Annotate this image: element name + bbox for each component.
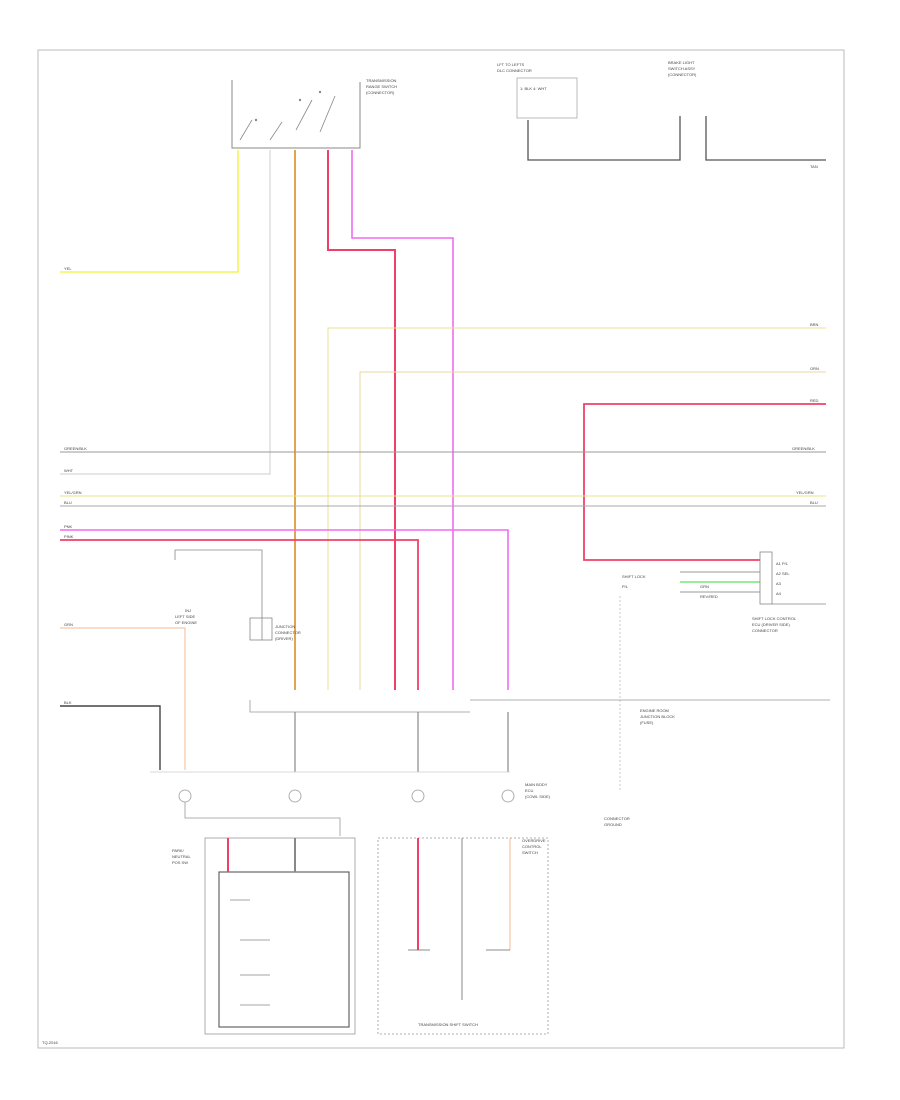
transmission-label-1: TRANSMISSION <box>366 78 397 83</box>
top-connector-label-1: LFT TO LEFTS <box>497 62 524 67</box>
overdrive-control-switch-box: OVERDRIVE CONTROL SWITCH TRANSMISSION SH… <box>377 837 549 1035</box>
brake-light-label-3: (CONNECTOR) <box>668 72 697 77</box>
wire-label-yel: YEL <box>64 266 72 271</box>
relay-label-3: (DRIVER) <box>275 636 293 641</box>
top-connector-label-2: DLC CONNECTOR <box>497 68 532 73</box>
main-body-label-1: MAIN BODY <box>525 782 548 787</box>
left-wire-labels: YEL GREEN/BLK WHT YEL/GRN BLU PNK PINK G… <box>64 266 87 705</box>
brake-light-label-1: BRAKE LIGHT <box>668 60 695 65</box>
lower-left-label-2: NEUTRAL <box>172 854 191 859</box>
ground-label-2: GROUND <box>604 822 622 827</box>
lower-right-label-3: SWITCH <box>522 850 538 855</box>
wire-label-green-blk: GREEN/BLK <box>64 446 87 451</box>
main-body-label-2: ECU <box>525 788 534 793</box>
footer-code: TQ-2016 <box>42 1040 59 1045</box>
connector-pin-3: A3 <box>776 581 782 586</box>
connector-pin-1: A1 P/L <box>776 561 789 566</box>
wire-label-blu: BLU <box>64 500 72 505</box>
transmission-range-switch: TRANSMISSION RANGE SWITCH (CONNECTOR) <box>231 78 397 149</box>
small-wire-label-3: GRN <box>700 584 709 589</box>
wire-label-yel-grn-r: YEL/GRN <box>796 490 814 495</box>
wire-label-red: RED <box>810 398 819 403</box>
right-wire-labels: BRN ORN TAN RED GREEN/BLK YEL/GRN BLU <box>792 164 819 505</box>
lower-right-label-2: CONTROL <box>522 844 542 849</box>
junction-labels: JUNCTION CONNECTOR (DRIVER) INJ LEFT SID… <box>175 608 675 827</box>
junction-block-label-1: ENGINE ROOM <box>640 708 669 713</box>
main-body-label-3: (COWL SIDE) <box>525 794 551 799</box>
wires <box>60 150 830 790</box>
left-small-label-3: OF ENGINE <box>175 620 197 625</box>
small-wire-label-1: SHIFT LOCK <box>622 574 646 579</box>
lower-left-label-3: POS SW <box>172 860 188 865</box>
small-wire-label-4: REV/RED <box>700 594 718 599</box>
relay-label-1: JUNCTION <box>275 624 295 629</box>
transmission-label-2: RANGE SWITCH <box>366 84 397 89</box>
ground-points <box>178 789 515 836</box>
wire-label-orn: ORN <box>810 366 819 371</box>
diagram-frame <box>37 49 845 1049</box>
left-small-label-1: INJ <box>185 608 191 613</box>
wire-label-tan: TAN <box>810 164 818 169</box>
transmission-label-3: (CONNECTOR) <box>366 90 395 95</box>
shift-lock-connector: SHIFT LOCK CONTROL ECU (DRIVER SIDE) CON… <box>622 551 826 633</box>
wire-label-yel-grn: YEL/GRN <box>64 490 82 495</box>
lower-right-label-1: OVERDRIVE <box>522 838 546 843</box>
wire-label-green-blk-r: GREEN/BLK <box>792 446 815 451</box>
left-small-label-2: LEFT SIDE <box>175 614 195 619</box>
top-connector-label-3: 1: BLK 4: WHT <box>520 86 547 91</box>
wire-label-wht: WHT <box>64 468 74 473</box>
connector-pin-2: A2 SEL <box>776 571 790 576</box>
lower-left-label-1: PARK/ <box>172 848 185 853</box>
junction-block-label-2: JUNCTION BLOCK <box>640 714 675 719</box>
small-wire-label-2: P/L <box>622 584 629 589</box>
junction-block-label-3: (FUSE) <box>640 720 654 725</box>
park-neutral-switch-box: PARK/ NEUTRAL POS SW <box>172 837 356 1035</box>
wire-label-grn: GRN <box>64 622 73 627</box>
brake-light-switch: BRAKE LIGHT SWITCH ASSY (CONNECTOR) <box>668 60 826 161</box>
shift-lock-label-1: SHIFT LOCK CONTROL <box>752 616 797 621</box>
wire-label-blu-r: BLU <box>810 500 818 505</box>
connector-pin-4: A4 <box>776 591 782 596</box>
relay-label-2: CONNECTOR <box>275 630 301 635</box>
top-connector: LFT TO LEFTS DLC CONNECTOR 1: BLK 4: WHT <box>497 62 681 161</box>
wire-label-blk: BLK <box>64 700 72 705</box>
wire-label-pink: PINK <box>64 534 74 539</box>
shift-lock-label-2: ECU (DRIVER SIDE) <box>752 622 790 627</box>
ground-label-1: CONNECTOR <box>604 816 630 821</box>
shift-lock-label-3: CONNECTOR <box>752 628 778 633</box>
wire-label-pnk: PNK <box>64 524 73 529</box>
wire-label-brn: BRN <box>810 322 819 327</box>
brake-light-label-2: SWITCH ASSY <box>668 66 696 71</box>
shift-switch-label: TRANSMISSION SHIFT SWITCH <box>418 1022 478 1027</box>
